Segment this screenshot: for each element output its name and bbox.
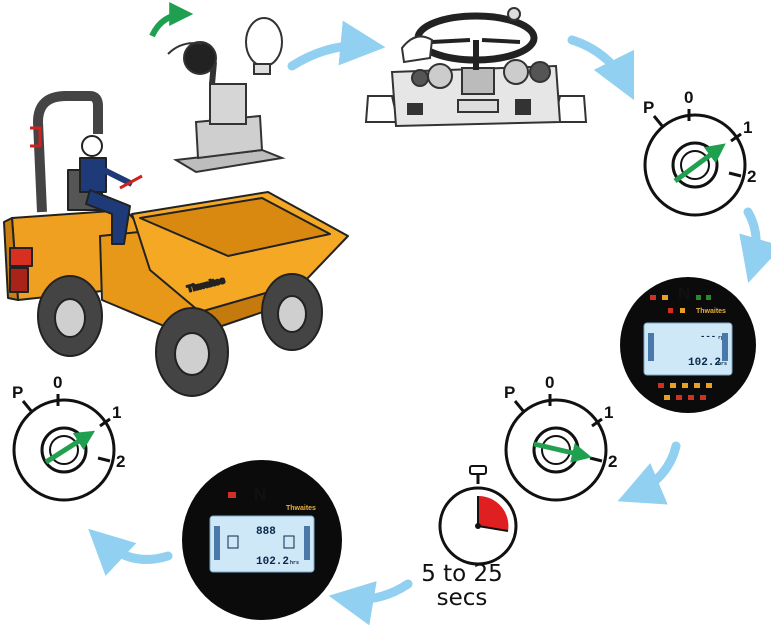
- timer-label-line1: 5 to 25: [421, 561, 503, 587]
- dumper-icon: Thwaites: [3, 91, 349, 397]
- unit-hours: hrs: [290, 560, 299, 566]
- readout-hours: 102.2: [688, 357, 721, 369]
- key-pos-P: P: [504, 383, 515, 402]
- wheel-front-left: [155, 307, 229, 397]
- readout-hours: 102.2: [256, 556, 289, 568]
- arrow-5: [328, 579, 413, 626]
- key-pos-2: 2: [608, 452, 617, 471]
- key-pos-2: 2: [747, 167, 756, 186]
- ignition-switch-pos1-return: P 0 1 2: [12, 373, 125, 502]
- wheel-front-right: [261, 273, 323, 351]
- warning-lamps-top: [650, 295, 711, 313]
- arrow-6: [88, 528, 173, 576]
- key-pos-1: 1: [743, 118, 752, 137]
- instrument-display-large: N Thwaites --- rpm 102.2 hrs: [620, 277, 756, 413]
- indicator-neutral: N: [254, 485, 266, 504]
- display-brand: Thwaites: [696, 308, 726, 315]
- gear-lever-icon: [149, 2, 286, 174]
- unit-hours: hrs: [718, 361, 727, 367]
- key-pos-0: 0: [545, 373, 554, 392]
- key-pos-1: 1: [604, 403, 613, 422]
- elapsed-sector: [478, 495, 509, 531]
- key-pos-P: P: [12, 383, 23, 402]
- warning-lamps-bottom: [658, 383, 712, 400]
- cycle-arrows: [88, 20, 771, 626]
- key-pos-0: 0: [53, 373, 62, 392]
- wheel-rear: [37, 275, 103, 357]
- key-pos-0: 0: [684, 88, 693, 107]
- dashboard-icon: [364, 7, 588, 128]
- stopwatch-icon: [438, 465, 518, 566]
- instrument-display-small: N Thwaites 888 102.2 hrs: [182, 460, 342, 620]
- ignition-switch-pos2: P 0 1 2: [504, 373, 617, 502]
- arrow-3: [739, 207, 771, 283]
- key-pos-P: P: [643, 98, 654, 117]
- shift-arrow-icon: [149, 2, 194, 38]
- display-brand: Thwaites: [286, 505, 316, 512]
- timer-label-line2: secs: [436, 585, 488, 611]
- readout-top: 888: [256, 526, 276, 538]
- key-pos-2: 2: [116, 452, 125, 471]
- key-pos-1: 1: [112, 403, 121, 422]
- ignition-switch-pos1: P 0 1 2: [643, 88, 756, 217]
- indicator-neutral: N: [678, 284, 690, 303]
- arrow-2: [567, 35, 635, 101]
- readout-rpm: ---: [700, 332, 716, 342]
- timer-label: 5 to 25 secs: [402, 562, 522, 610]
- arrow-1: [287, 20, 386, 71]
- arrow-4: [617, 441, 681, 505]
- operator-icon: [79, 135, 134, 245]
